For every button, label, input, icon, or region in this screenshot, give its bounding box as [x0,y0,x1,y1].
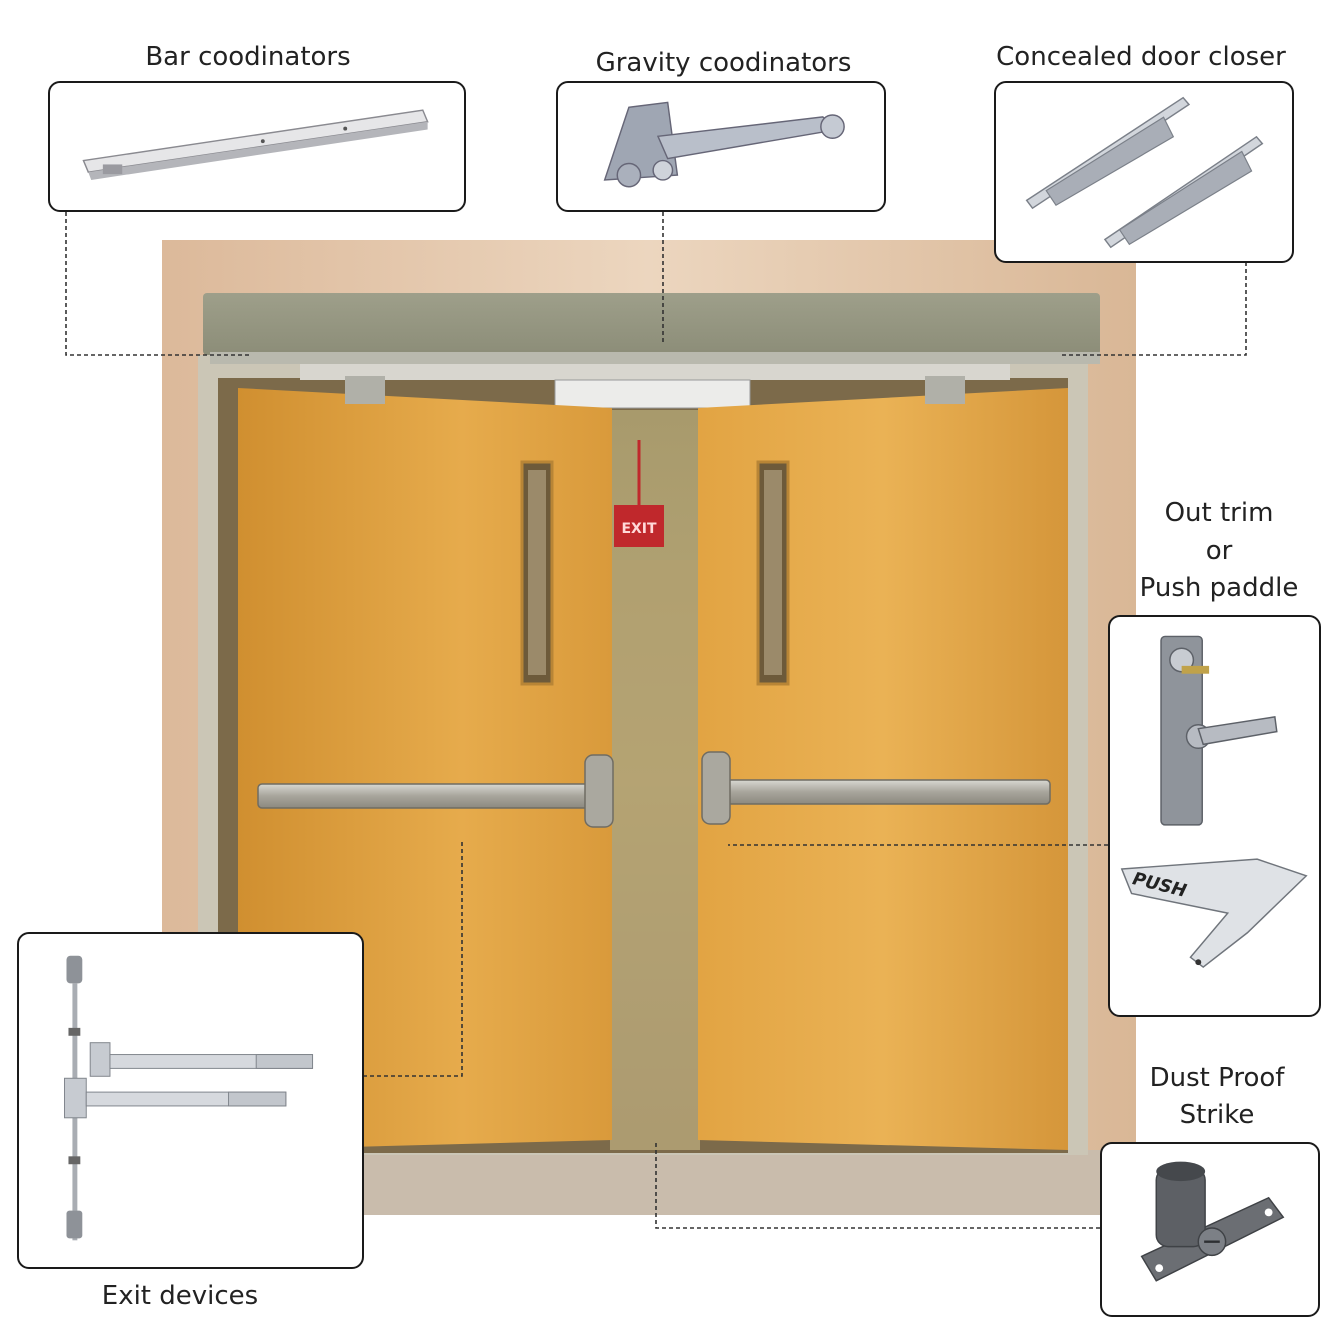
concealed-door-closer-box [994,81,1294,263]
label-dust-proof-2: Strike [1179,1100,1255,1130]
gravity-coordinator-image [603,101,845,188]
overhead-bracket [554,379,751,409]
out-trim-image: PUSH [1120,635,1308,969]
bar-coordinator-image [82,109,429,180]
exit-device-image [64,955,314,1241]
label-exit-devices: Exit devices [101,1281,259,1311]
label-bar-coordinators: Bar coodinators [145,42,351,72]
right-panic-bar [714,779,1051,805]
label-out-trim-1: Out trim [1164,498,1274,528]
out-trim-push-paddle-box: PUSH [1108,615,1321,1017]
header-closer [203,293,1100,355]
exit-sign [614,505,664,547]
label-dust-proof-1: Dust Proof [1149,1063,1285,1093]
label-out-trim-2: or [1205,536,1233,566]
label-gravity-coordinators: Gravity coodinators [595,48,852,78]
exit-devices-box [17,932,364,1269]
label-concealed-door-closer: Concealed door closer [996,42,1286,72]
concealed-closer-image [1025,96,1264,249]
left-panic-bar [257,783,594,809]
exit-sign-text: EXIT [621,521,657,537]
right-door [698,388,1068,1150]
dust-proof-strike-image [1140,1161,1285,1282]
bar-coordinators-box [48,81,466,212]
gravity-coordinators-box [556,81,886,212]
label-out-trim-3: Push paddle [1139,573,1299,603]
dust-proof-strike-box [1100,1142,1320,1317]
